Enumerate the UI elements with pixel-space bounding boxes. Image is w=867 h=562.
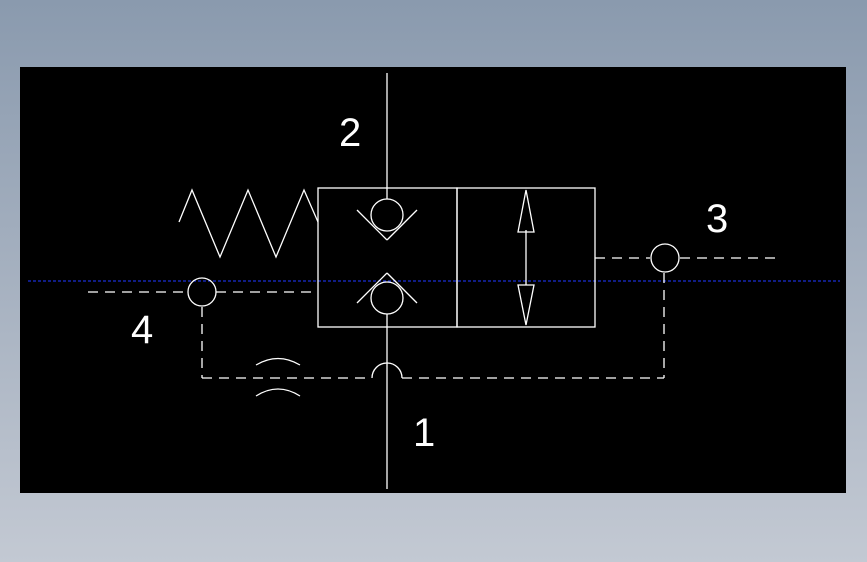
drawing-canvas [20,67,846,493]
check-valve-lower [356,272,418,327]
valve-box-left [317,187,458,328]
check-valve-upper [356,188,418,241]
port-label-3: 3 [706,197,728,241]
pilot-line-left [88,291,318,378]
junction-port-3 [650,243,680,273]
port-label-1: 1 [413,411,435,455]
port-label-2: 2 [339,111,361,155]
orifice-icon [255,357,301,397]
spring-icon [178,188,319,259]
junction-port-4 [187,277,217,307]
pilot-line-bottom [202,362,664,379]
pilot-line-right [595,257,780,378]
port-label-4: 4 [131,308,153,352]
flow-arrow-double [517,189,535,326]
